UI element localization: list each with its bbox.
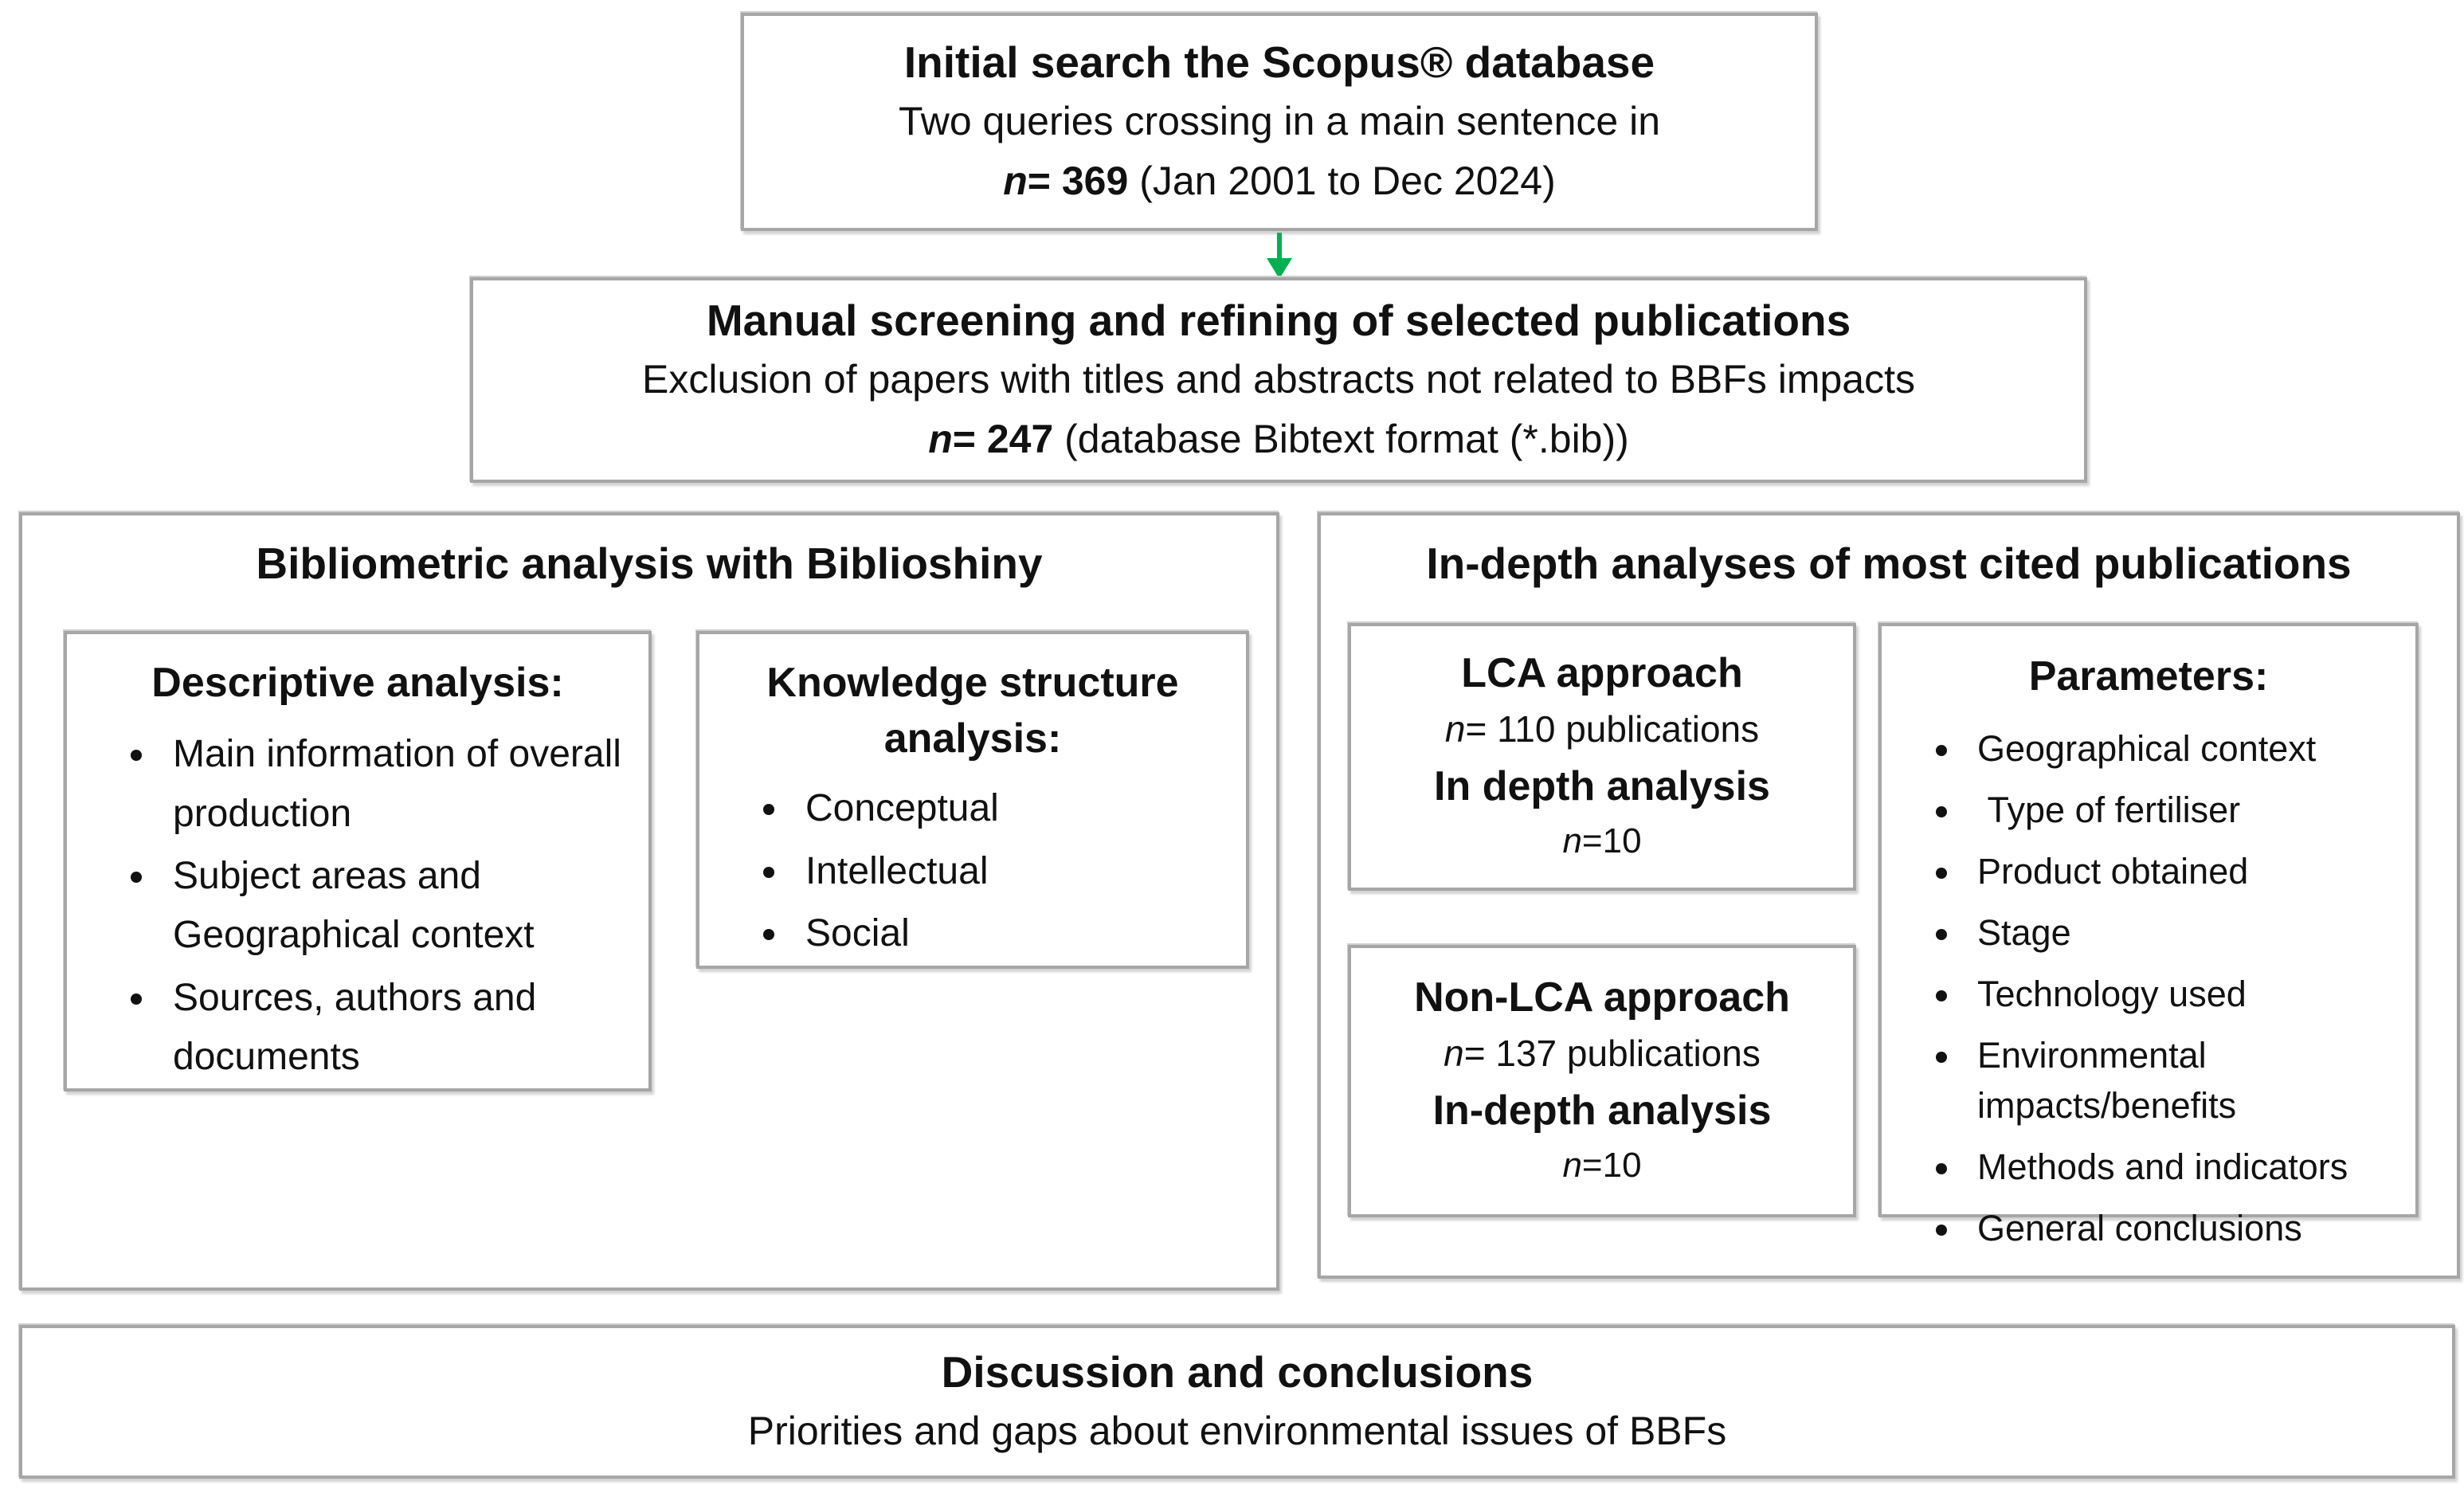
n-symbol: n <box>1444 708 1466 750</box>
list-item: Product obtained <box>1963 846 2404 896</box>
n-symbol: n <box>1003 159 1028 204</box>
n-detail: (Jan 2001 to Dec 2024) <box>1128 159 1556 204</box>
n-value: = 247 <box>952 417 1054 462</box>
n-detail: (database Bibtext format (*.bib)) <box>1053 417 1629 462</box>
discussion-title: Discussion and conclusions <box>941 1346 1534 1397</box>
list-item: Type of fertiliser <box>1963 785 2404 835</box>
parameters-title: Parameters: <box>2028 653 2269 700</box>
non-lca-sample-count: n=10 <box>1562 1138 1641 1193</box>
initial-search-subtitle: Two queries crossing in a main sentence … <box>898 99 1661 144</box>
n-rest: =10 <box>1581 1145 1642 1185</box>
panel-indepth-title: In-depth analyses of most cited publicat… <box>1426 539 2352 588</box>
descriptive-title: Descriptive analysis: <box>151 660 564 706</box>
n-rest: = 137 publications <box>1463 1033 1761 1075</box>
list-item: Technology used <box>1963 969 2404 1019</box>
screening-count: n= 247 (database Bibtext format (*.bib)) <box>928 410 1629 469</box>
n-symbol: n <box>928 417 953 462</box>
list-item: Subject areas and Geographical context <box>159 847 640 966</box>
box-initial-search: Initial search the Scopus® database Two … <box>741 13 1818 231</box>
lca-subtitle: In depth analysis <box>1434 762 1770 809</box>
list-item: Geographical context <box>1963 723 2404 774</box>
list-item: Methods and indicators <box>1963 1142 2404 1192</box>
list-item: Sources, authors and documents <box>159 969 640 1088</box>
panel-bibliometric-title: Bibliometric analysis with Biblioshiny <box>256 539 1043 588</box>
non-lca-title: Non-LCA approach <box>1414 974 1790 1021</box>
screening-subtitle: Exclusion of papers with titles and abst… <box>642 357 1915 402</box>
box-parameters: Parameters: Geographical context Type of… <box>1878 623 2419 1248</box>
list-item: Conceptual <box>791 779 1238 838</box>
screening-title: Manual screening and refining of selecte… <box>706 295 1851 345</box>
box-non-lca-approach: Non-LCA approach n= 137 publications In-… <box>1348 945 1856 1217</box>
lca-count: n= 110 publications <box>1445 701 1759 758</box>
non-lca-subtitle: In-depth analysis <box>1432 1087 1772 1134</box>
descriptive-bullet-list: Main information of overall production S… <box>75 725 640 1087</box>
lca-title: LCA approach <box>1461 650 1743 697</box>
box-knowledge-structure: Knowledge structure analysis: Conceptual… <box>696 631 1249 969</box>
discussion-subtitle: Priorities and gaps about environmental … <box>747 1409 1727 1454</box>
list-item: Main information of overall production <box>159 725 640 844</box>
n-rest: =10 <box>1581 821 1642 860</box>
lca-sample-count: n=10 <box>1562 814 1641 868</box>
box-descriptive-analysis: Descriptive analysis: Main information o… <box>64 631 652 1091</box>
list-item: Environmental impacts/benefits <box>1963 1030 2404 1131</box>
knowledge-title: Knowledge structure analysis: <box>766 660 1179 762</box>
box-lca-approach: LCA approach n= 110 publications In dept… <box>1348 623 1856 891</box>
parameters-bullet-list: Geographical context Type of fertiliser … <box>1893 723 2404 1253</box>
n-symbol: n <box>1562 821 1582 860</box>
n-value: = 369 <box>1027 159 1129 204</box>
down-arrow-icon <box>1277 233 1282 260</box>
n-rest: = 110 publications <box>1465 708 1760 750</box>
list-item: General conclusions <box>1963 1203 2404 1253</box>
n-symbol: n <box>1562 1145 1582 1185</box>
non-lca-count: n= 137 publications <box>1444 1025 1761 1082</box>
list-item: Social <box>791 904 1238 963</box>
list-item: Stage <box>1963 907 2404 958</box>
down-arrow-head-icon <box>1267 258 1292 279</box>
box-discussion: Discussion and conclusions Priorities an… <box>19 1325 2455 1479</box>
list-item: Intellectual <box>791 842 1238 901</box>
knowledge-bullet-list: Conceptual Intellectual Social <box>707 779 1238 963</box>
initial-search-count: n= 369 (Jan 2001 to Dec 2024) <box>1003 151 1556 211</box>
box-manual-screening: Manual screening and refining of selecte… <box>470 277 2087 483</box>
n-symbol: n <box>1444 1033 1464 1075</box>
initial-search-title: Initial search the Scopus® database <box>903 37 1655 87</box>
